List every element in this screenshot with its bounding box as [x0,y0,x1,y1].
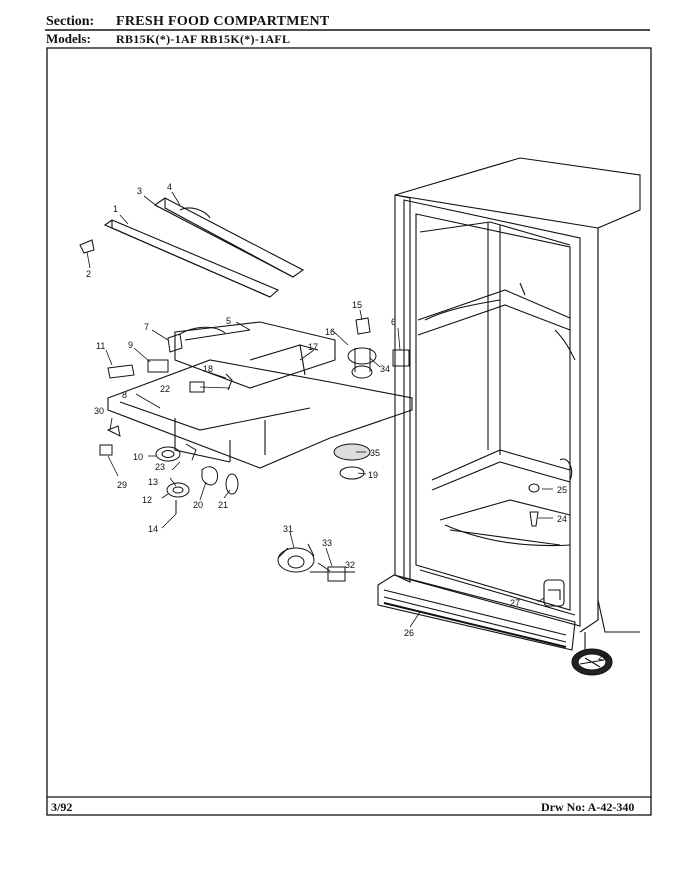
drawing-number: Drw No: A-42-340 [541,800,635,814]
callout-18: 18 [203,364,213,374]
models-value: RB15K(*)-1AF RB15K(*)-1AFL [116,32,291,46]
components-drawing [79,239,540,582]
callout-3: 3 [137,186,142,196]
grille-drawing [377,574,576,651]
callout-26: 26 [404,628,414,638]
callout-27: 27 [510,598,520,608]
callout-32: 32 [345,560,355,570]
models-label: Models: [46,31,91,46]
callout-11: 11 [96,341,105,351]
sheet-border [45,29,652,816]
callout-14: 14 [148,524,158,534]
leveling-leg-drawing [571,632,613,676]
callout-10: 10 [133,452,143,462]
footer-date: 3/92 [51,800,73,814]
callout-21: 21 [218,500,228,510]
callout-23: 23 [155,462,165,472]
callout-4: 4 [167,182,172,192]
callout-20: 20 [193,500,203,510]
callout-28: 28 [598,652,608,662]
callout-33: 33 [322,538,332,548]
callout-1: 1 [113,204,118,214]
callout-2: 2 [86,269,91,279]
callout-numbers: 1 2 3 4 5 6 7 8 9 10 11 12 13 14 15 16 1… [86,182,608,662]
callout-12: 12 [142,495,152,505]
cabinet-drawing [394,157,641,633]
leader-lines [86,191,553,628]
callout-13: 13 [148,477,158,487]
callout-17: 17 [308,342,318,352]
callout-30: 30 [94,406,104,416]
callout-15: 15 [352,300,362,310]
callout-5: 5 [226,316,231,326]
callout-29: 29 [117,480,127,490]
callout-8: 8 [122,390,127,400]
section-value: FRESH FOOD COMPARTMENT [116,14,330,29]
callout-25: 25 [557,485,567,495]
hinge-drawing [543,579,565,607]
callout-19: 19 [368,470,378,480]
callout-31: 31 [283,524,293,534]
callout-22: 22 [160,384,170,394]
callout-7: 7 [144,322,149,332]
callout-9: 9 [128,340,133,350]
callout-34: 34 [380,364,390,374]
rails-drawing [103,197,305,298]
callout-24: 24 [557,514,567,524]
section-label: Section: [46,14,95,29]
callout-35: 35 [370,448,380,458]
callout-6: 6 [391,317,396,327]
pan-drawing [107,321,413,469]
callout-16: 16 [325,327,335,337]
